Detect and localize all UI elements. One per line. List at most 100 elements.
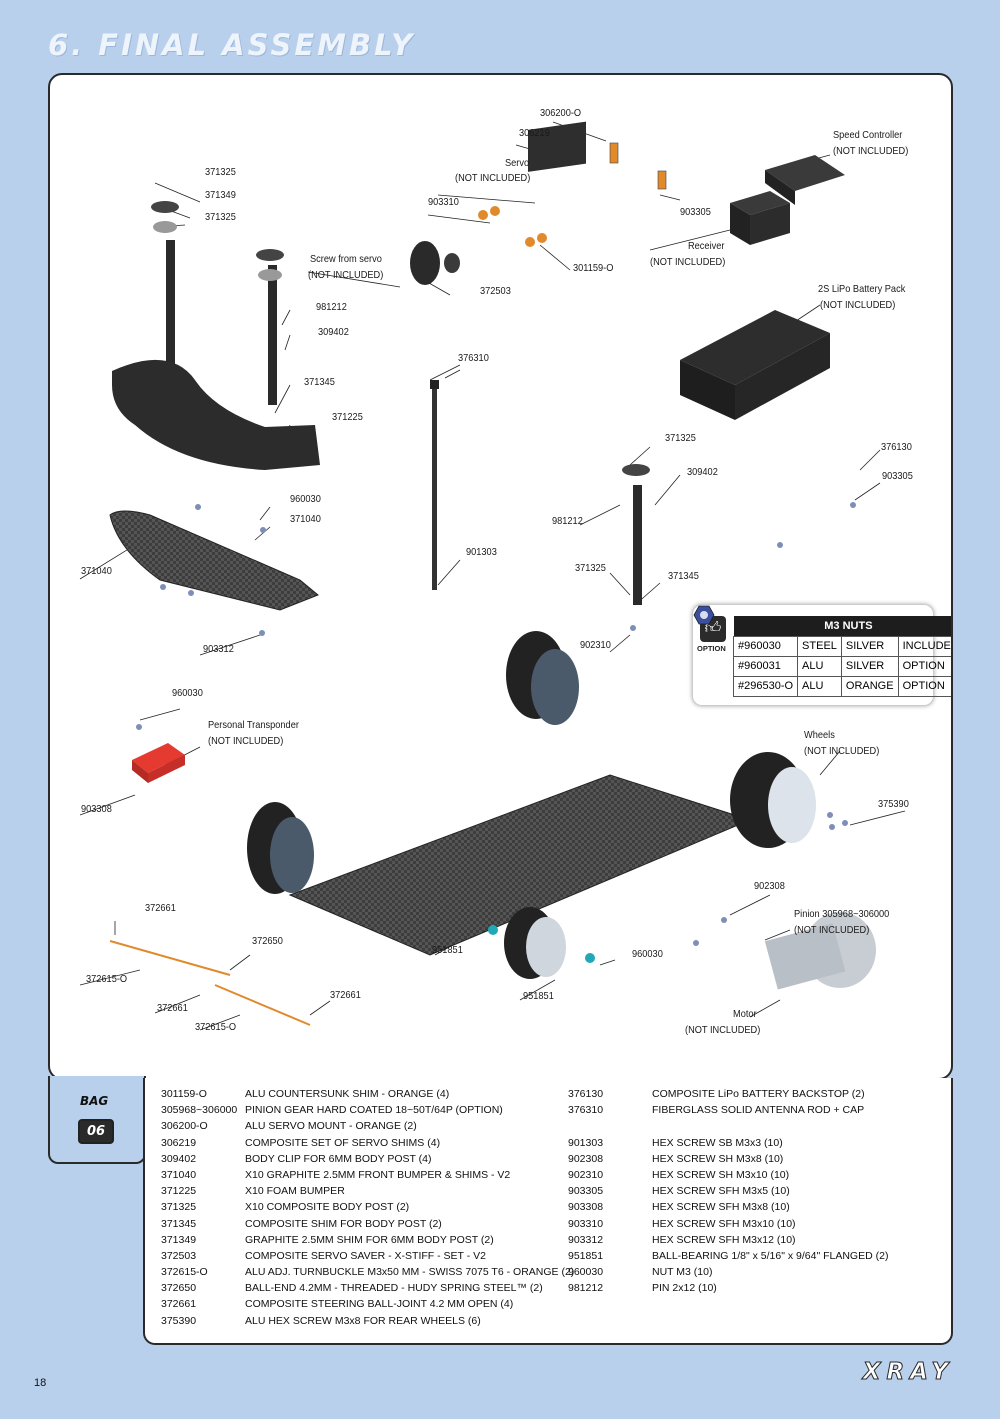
callout-pinion-not-included: (NOT INCLUDED)	[794, 924, 870, 936]
orange-shims	[478, 206, 547, 247]
callout-speed-controller: Speed Controller	[833, 129, 903, 141]
part-code: 372503	[161, 1249, 197, 1262]
nut-material: ALU	[797, 675, 842, 697]
callout-372661-middle: 372661	[157, 1002, 188, 1014]
callout-371325-second: 371325	[205, 211, 236, 223]
part-description: PIN 2x12 (10)	[652, 1282, 717, 1295]
callout-371349: 371349	[205, 189, 236, 201]
part-description: COMPOSITE SET OF SERVO SHIMS (4)	[245, 1136, 441, 1149]
part-code: 960030	[568, 1266, 604, 1279]
callout-903308: 903308	[81, 803, 112, 815]
part-code: 981212	[568, 1282, 604, 1295]
part-description: BALL-END 4.2MM - THREADED - HUDY SPRING …	[245, 1282, 543, 1295]
part-code: 372661	[161, 1298, 197, 1311]
callout-servo: Servo	[505, 157, 530, 169]
part-code: 902308	[568, 1152, 604, 1165]
table-row: #960030 STEEL SILVER INCLUDED	[732, 635, 951, 657]
part-code: 903305	[568, 1185, 604, 1198]
callout-306200-o: 306200-O	[540, 107, 582, 119]
part-code: 306200-O	[161, 1120, 208, 1133]
callout-902308: 902308	[754, 880, 785, 892]
part-description: FIBERGLASS SOLID ANTENNA ROD + CAP	[652, 1104, 865, 1117]
callout-screw-from-servo-not-included: (NOT INCLUDED)	[308, 269, 384, 281]
callout-306219: 306219	[519, 127, 550, 139]
part-code: 902310	[568, 1168, 604, 1181]
callout-pinion: Pinion 305968~306000	[794, 908, 890, 920]
callout-376310: 376310	[458, 352, 489, 364]
callout-personal-transponder-not-included: (NOT INCLUDED)	[208, 735, 284, 747]
callout-motor: Motor	[733, 1008, 757, 1020]
xray-logo: XRAY	[860, 1360, 954, 1382]
part-code: 305968~306000	[161, 1104, 238, 1117]
part-code: 903312	[568, 1233, 604, 1246]
parts-row: 372661 COMPOSITE STEERING BALL-JOINT 4.2 …	[161, 1298, 561, 1314]
part-code: 371345	[161, 1217, 197, 1230]
table-row: #960031 ALU SILVER OPTION	[732, 655, 951, 677]
callout-903310: 903310	[428, 196, 459, 208]
callout-960030-transponder: 960030	[172, 687, 203, 699]
part-description: X10 FOAM BUMPER	[245, 1185, 345, 1198]
part-code: 371040	[161, 1168, 197, 1181]
callout-309402-lower: 309402	[687, 466, 718, 478]
parts-row: 372503 COMPOSITE SERVO SAVER - X-STIFF - …	[161, 1250, 561, 1266]
table-row: #296530-O ALU ORANGE OPTION	[732, 675, 951, 697]
parts-row: 902308 HEX SCREW SH M3x8 (10)	[568, 1153, 948, 1169]
callout-981212-upper: 981212	[316, 301, 347, 313]
part-description: HEX SCREW SH M3x8 (10)	[652, 1152, 784, 1165]
nut-material: STEEL	[797, 635, 842, 657]
part-code: 371349	[161, 1233, 197, 1246]
part-description: HEX SCREW SFH M3x8 (10)	[652, 1201, 790, 1214]
m3-nuts-option-box: 👍︎ OPTION M3 NUTS #960030 STEEL SILVER I…	[692, 604, 951, 706]
part-description: COMPOSITE LiPo BATTERY BACKSTOP (2)	[652, 1088, 865, 1100]
callout-981212-lower: 981212	[552, 515, 583, 527]
callout-372661-top: 372661	[145, 902, 176, 914]
callout-371345-upper: 371345	[304, 376, 335, 388]
part-code: 372615-O	[161, 1266, 208, 1279]
hex-nut-icon	[693, 605, 715, 625]
part-description: COMPOSITE SERVO SAVER - X-STIFF - SET - …	[245, 1249, 486, 1262]
callout-personal-transponder: Personal Transponder	[208, 719, 299, 731]
part-code: 951851	[568, 1249, 604, 1262]
callout-376130: 376130	[881, 441, 912, 453]
part-code: 375390	[161, 1314, 197, 1327]
part-description: HEX SCREW SFH M3x5 (10)	[652, 1185, 790, 1198]
page-number: 18	[34, 1377, 47, 1389]
parts-row: 371040 X10 GRAPHITE 2.5MM FRONT BUMPER & …	[161, 1169, 561, 1185]
callout-902310: 902310	[580, 639, 611, 651]
bag-number: 06	[78, 1119, 114, 1144]
callout-wheels-not-included: (NOT INCLUDED)	[804, 745, 880, 757]
bag-label: BAG	[80, 1094, 109, 1108]
part-description: X10 GRAPHITE 2.5MM FRONT BUMPER & SHIMS …	[245, 1168, 511, 1181]
callout-371325-top: 371325	[205, 166, 236, 178]
part-description: PINION GEAR HARD COATED 18~50T/64P (OPTI…	[245, 1104, 503, 1117]
bag-tab: BAG 06	[48, 1076, 146, 1164]
nut-material: ALU	[797, 655, 842, 677]
callout-901303: 901303	[466, 546, 497, 558]
option-label: OPTION	[697, 644, 726, 653]
nut-color: SILVER	[840, 635, 899, 657]
part-description: COMPOSITE STEERING BALL-JOINT 4.2 MM OPE…	[245, 1298, 514, 1311]
callout-960030-front: 960030	[290, 493, 321, 505]
callout-951851-lower: 951851	[523, 990, 554, 1002]
part-code: 371225	[161, 1185, 197, 1198]
callout-951851-upper: 951851	[432, 944, 463, 956]
nut-color: SILVER	[840, 655, 899, 677]
part-code: 901303	[568, 1136, 604, 1149]
callout-receiver: Receiver	[688, 240, 725, 252]
screw-shapes	[136, 502, 856, 946]
callout-301159-o: 301159-O	[573, 262, 614, 274]
logo-lettering: XRAY	[861, 1360, 954, 1382]
